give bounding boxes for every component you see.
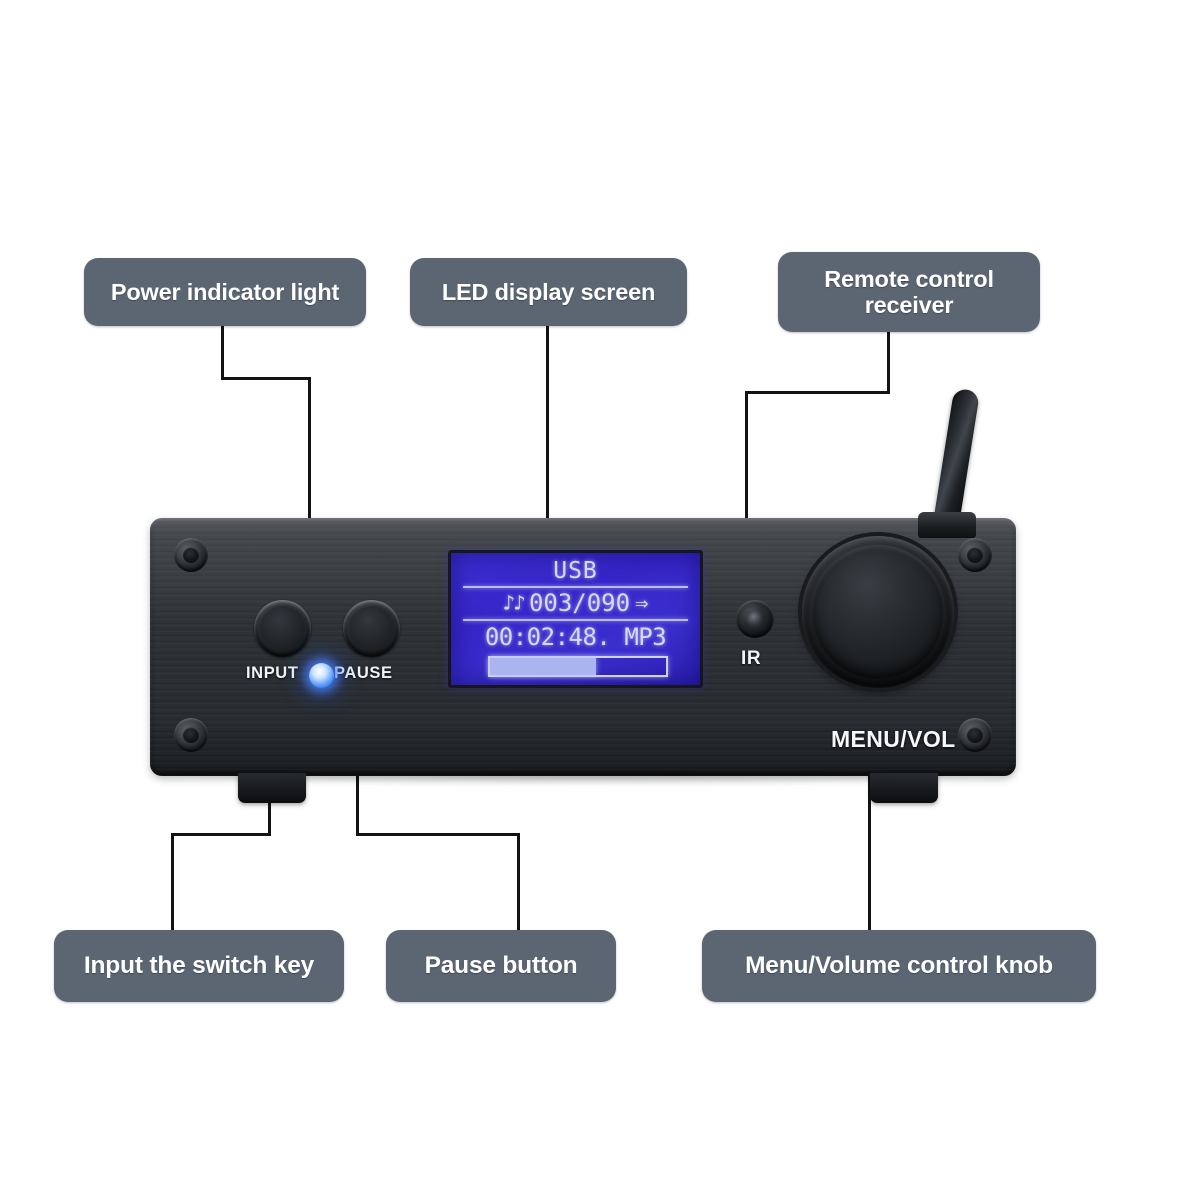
- callout-remote-control-receiver: Remote control receiver: [778, 252, 1040, 332]
- device-drop-shadow: [176, 772, 996, 786]
- callout-remote-label-line2: receiver: [864, 292, 954, 318]
- lcd-track-row: ♪♪ 003/090 ⇒: [463, 589, 688, 618]
- leader-remote-seg2: [745, 391, 890, 394]
- ir-receiver: [736, 600, 774, 638]
- callout-input-the-switch-key: Input the switch key: [54, 930, 344, 1002]
- leader-power-seg2: [221, 377, 311, 380]
- callout-power-indicator-light: Power indicator light: [84, 258, 366, 326]
- antenna-base: [918, 512, 976, 538]
- lcd-display-screen: USB ♪♪ 003/090 ⇒ 00:02:48. MP3: [448, 550, 703, 688]
- power-indicator-led: [309, 663, 334, 688]
- bluetooth-antenna[interactable]: [932, 387, 981, 533]
- leader-remote-seg1: [887, 332, 890, 394]
- callout-knob-label: Menu/Volume control knob: [745, 952, 1053, 980]
- leader-knob: [868, 630, 871, 932]
- screw-bottom-right: [958, 718, 992, 752]
- leader-input-seg3: [171, 833, 174, 932]
- screw-bottom-left: [174, 718, 208, 752]
- callout-led-label: LED display screen: [441, 278, 656, 305]
- lcd-divider-top: [463, 586, 688, 588]
- leader-power-seg1: [221, 326, 224, 380]
- callout-led-display-screen: LED display screen: [410, 258, 687, 326]
- music-note-icon: ♪♪: [502, 591, 526, 615]
- lcd-source-label: USB: [553, 558, 598, 584]
- menu-vol-label: MENU/VOL: [831, 726, 956, 752]
- callout-remote-label: Remote control receiver: [824, 266, 994, 319]
- leader-remote-seg3: [745, 391, 748, 619]
- amplifier-front-panel: INPUT PAUSE USB ♪♪ 003/090 ⇒ 00:02:48. M…: [150, 387, 1016, 803]
- ir-label: IR: [741, 648, 762, 669]
- lcd-track-number: 003/090: [528, 589, 631, 617]
- lcd-divider-bottom: [463, 619, 688, 621]
- callout-power-label: Power indicator light: [110, 278, 340, 305]
- knob-face: [811, 545, 945, 679]
- input-button[interactable]: [254, 600, 311, 657]
- screw-top-right: [958, 538, 992, 572]
- leader-pause-seg3: [517, 833, 520, 932]
- lcd-progress-bar: [488, 656, 668, 677]
- leader-led-display: [546, 326, 549, 571]
- leader-input-seg2: [171, 833, 271, 836]
- callout-pause-label: Pause button: [424, 952, 578, 980]
- repeat-arrow-icon: ⇒: [635, 591, 649, 616]
- lcd-progress-fill: [490, 658, 596, 675]
- pause-button[interactable]: [343, 600, 400, 657]
- screw-top-left: [174, 538, 208, 572]
- lcd-time-format: 00:02:48. MP3: [484, 623, 667, 651]
- lcd-content: USB ♪♪ 003/090 ⇒ 00:02:48. MP3: [451, 553, 700, 685]
- menu-volume-knob[interactable]: [794, 528, 962, 696]
- input-button-label: INPUT: [246, 664, 299, 682]
- leader-pause-seg2: [356, 833, 519, 836]
- callout-remote-label-line1: Remote control: [824, 265, 994, 292]
- rubber-foot-right: [870, 773, 938, 803]
- pause-button-label: PAUSE: [334, 664, 393, 682]
- callout-input-label: Input the switch key: [83, 952, 315, 980]
- callout-pause-button: Pause button: [386, 930, 616, 1002]
- callout-menu-volume-control-knob: Menu/Volume control knob: [702, 930, 1096, 1002]
- rubber-foot-left: [238, 773, 306, 803]
